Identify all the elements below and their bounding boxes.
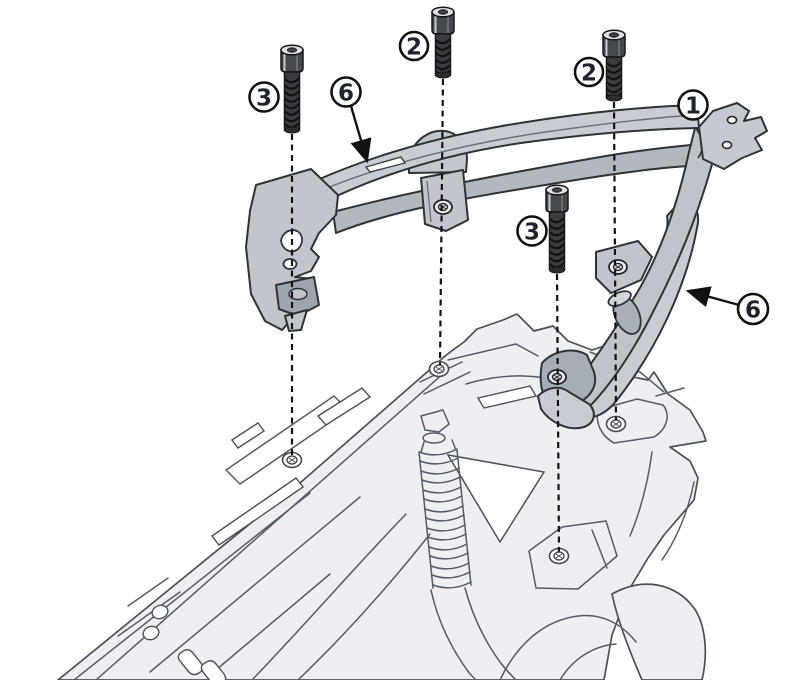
right-foot-hook (537, 386, 595, 430)
callouts: 3 6 2 2 1 3 6 (248, 30, 770, 326)
callout-6-right-label: 6 (745, 297, 761, 323)
axis-bolt-2-right (612, 101, 618, 421)
rear-shock (418, 409, 517, 680)
left-bracket-detail (117, 577, 227, 680)
socket-bolt-3-mid (544, 184, 570, 275)
socket-bolt-2-center (430, 6, 456, 80)
left-bracket-hole (282, 258, 298, 270)
rack-assembly (245, 102, 768, 430)
callout-6-right: 6 (736, 292, 770, 326)
frame-cutout (446, 453, 546, 544)
callout-3-mid: 3 (516, 215, 548, 247)
callout-6-left: 6 (330, 76, 362, 108)
shock-boot-rings (418, 448, 472, 589)
plateau-slot (476, 385, 538, 409)
rack-screw-right-tab (608, 259, 628, 275)
frame-rail-lines (73, 371, 446, 680)
spacer-cylinder (607, 290, 642, 335)
rear-plate-hole-top (726, 115, 738, 125)
callout-1-label: 1 (685, 93, 701, 119)
axis-bolt-3-mid (555, 273, 561, 553)
rack-screw-center-tab (433, 199, 453, 215)
axis-bolt-2-center (438, 78, 445, 366)
callout-3-left-label: 3 (256, 85, 272, 111)
rear-fender-curves (251, 513, 637, 680)
socket-bolt-3-left (279, 44, 305, 135)
mount-plate-lower (528, 520, 618, 590)
left-foot-tip (284, 309, 308, 332)
rail-slot-a (316, 387, 372, 426)
rail-slot-b (230, 422, 266, 449)
rear-plate-hole-bottom (721, 140, 733, 150)
callout-2-right: 2 (573, 56, 605, 88)
socket-bolt-2-right (601, 29, 627, 103)
rear-mount-plate (698, 102, 768, 170)
center-tab-edge (426, 180, 432, 223)
rack-top-rail-ridge (265, 114, 698, 217)
frame-mount-hole-2 (428, 360, 450, 378)
callout-2-center: 2 (398, 30, 430, 62)
callout-3-mid-label: 3 (524, 219, 540, 245)
rack-rail-slot (364, 156, 407, 173)
shock-lower-body (430, 587, 517, 680)
mount-plate-right (596, 387, 685, 444)
callout-1: 1 (677, 89, 709, 121)
rail-slot-c (210, 477, 305, 546)
callout-2-right-label: 2 (581, 60, 597, 86)
frame-right-edge-lines (629, 451, 695, 561)
callout-6-left-label: 6 (338, 80, 354, 106)
tail-panel (611, 583, 707, 680)
callout-2-center-label: 2 (406, 34, 422, 60)
callout-6-left-arrow (349, 105, 372, 164)
left-foot-pad (288, 287, 308, 301)
dashed-axes (290, 78, 618, 553)
callout-3-left: 3 (248, 81, 280, 113)
frame-top-detail-lines (419, 343, 665, 395)
callout-6-right-arrow (685, 286, 740, 308)
